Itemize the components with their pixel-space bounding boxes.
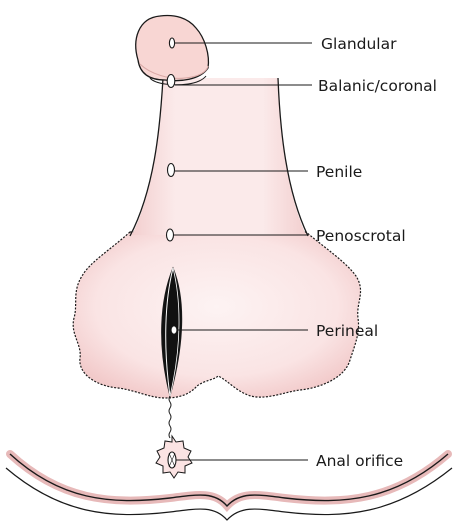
label-perineal: Perineal <box>316 322 378 340</box>
perineal-raphe <box>169 396 171 438</box>
scrotum <box>73 232 360 398</box>
penoscrotal-meatus <box>167 229 174 241</box>
coronal-meatus <box>167 75 175 88</box>
label-penoscrotal: Penoscrotal <box>316 227 406 245</box>
penile-meatus <box>168 164 175 177</box>
label-penile: Penile <box>316 163 362 181</box>
label-balanic-coronal: Balanic/coronal <box>318 77 437 95</box>
label-anal-orifice: Anal orifice <box>316 452 403 470</box>
glandular-meatus <box>169 38 174 48</box>
label-glandular: Glandular <box>321 35 397 53</box>
perineal-meatus <box>171 326 177 334</box>
anal-orifice <box>156 436 192 478</box>
